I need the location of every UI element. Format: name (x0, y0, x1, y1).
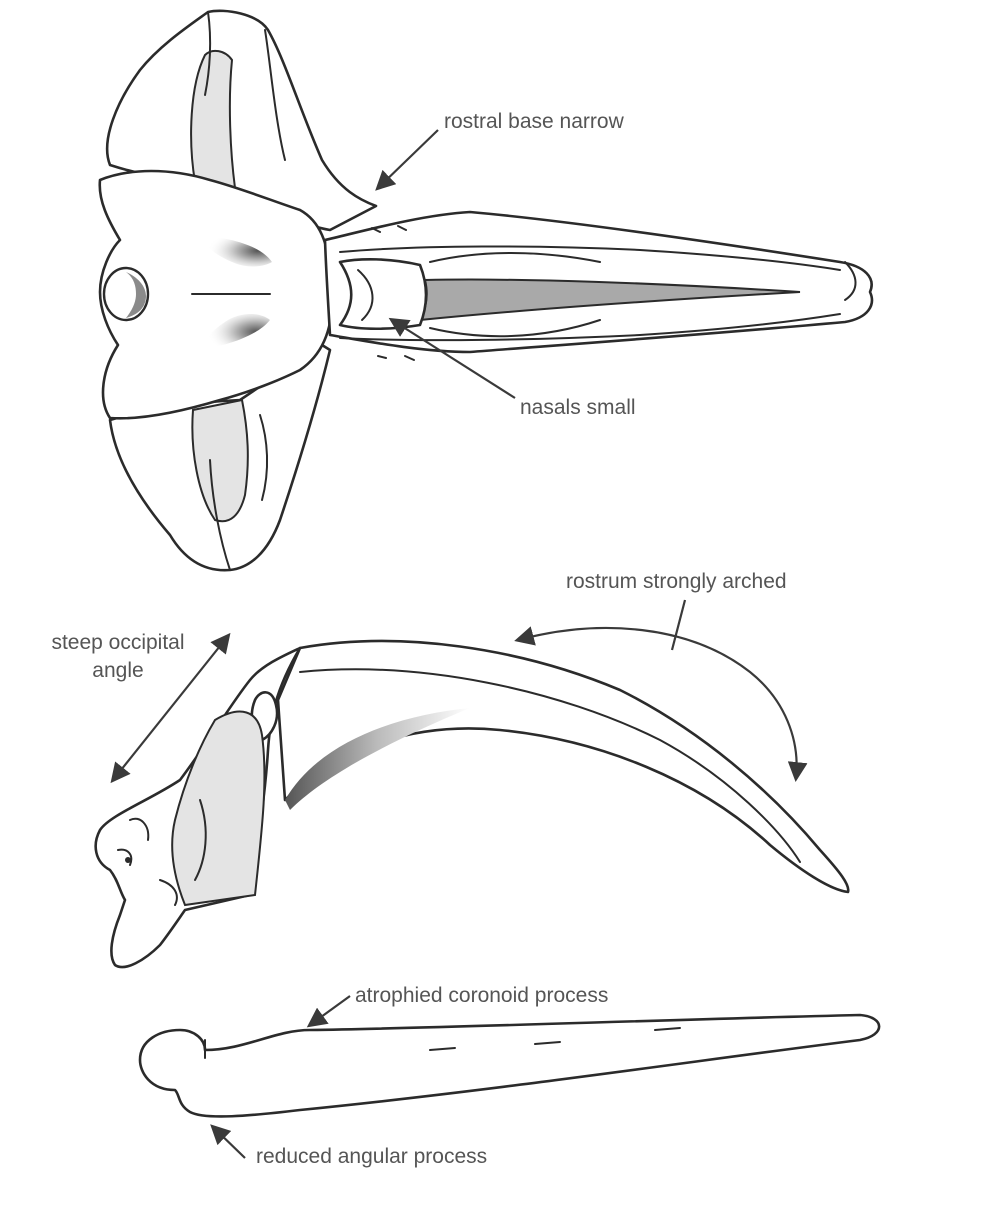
arrow-rostrum-arch (514, 626, 808, 782)
label-occipital-line1: steep occipital (51, 631, 185, 654)
label-occipital-line2: angle (92, 659, 144, 683)
arrow-rostral-base (375, 129, 439, 191)
label-occipital-angle: steep occipital angle (40, 629, 196, 686)
label-coronoid: atrophied coronoid process (355, 984, 609, 1007)
skull-dorsal-view (98, 9, 874, 572)
arrow-occipital (110, 632, 231, 784)
label-nasals: nasals small (520, 396, 636, 419)
skull-lateral-view (94, 639, 850, 969)
annotation-arrows (110, 129, 808, 1159)
label-rostral-base: rostral base narrow (444, 110, 624, 133)
mandible (138, 1013, 881, 1118)
arrow-nasals (388, 317, 516, 399)
arrow-rostrum-leader (670, 599, 687, 651)
label-angular: reduced angular process (256, 1145, 488, 1168)
arrow-angular (210, 1124, 246, 1159)
arrow-coronoid (306, 995, 351, 1028)
label-rostrum-arched: rostrum strongly arched (566, 570, 787, 593)
